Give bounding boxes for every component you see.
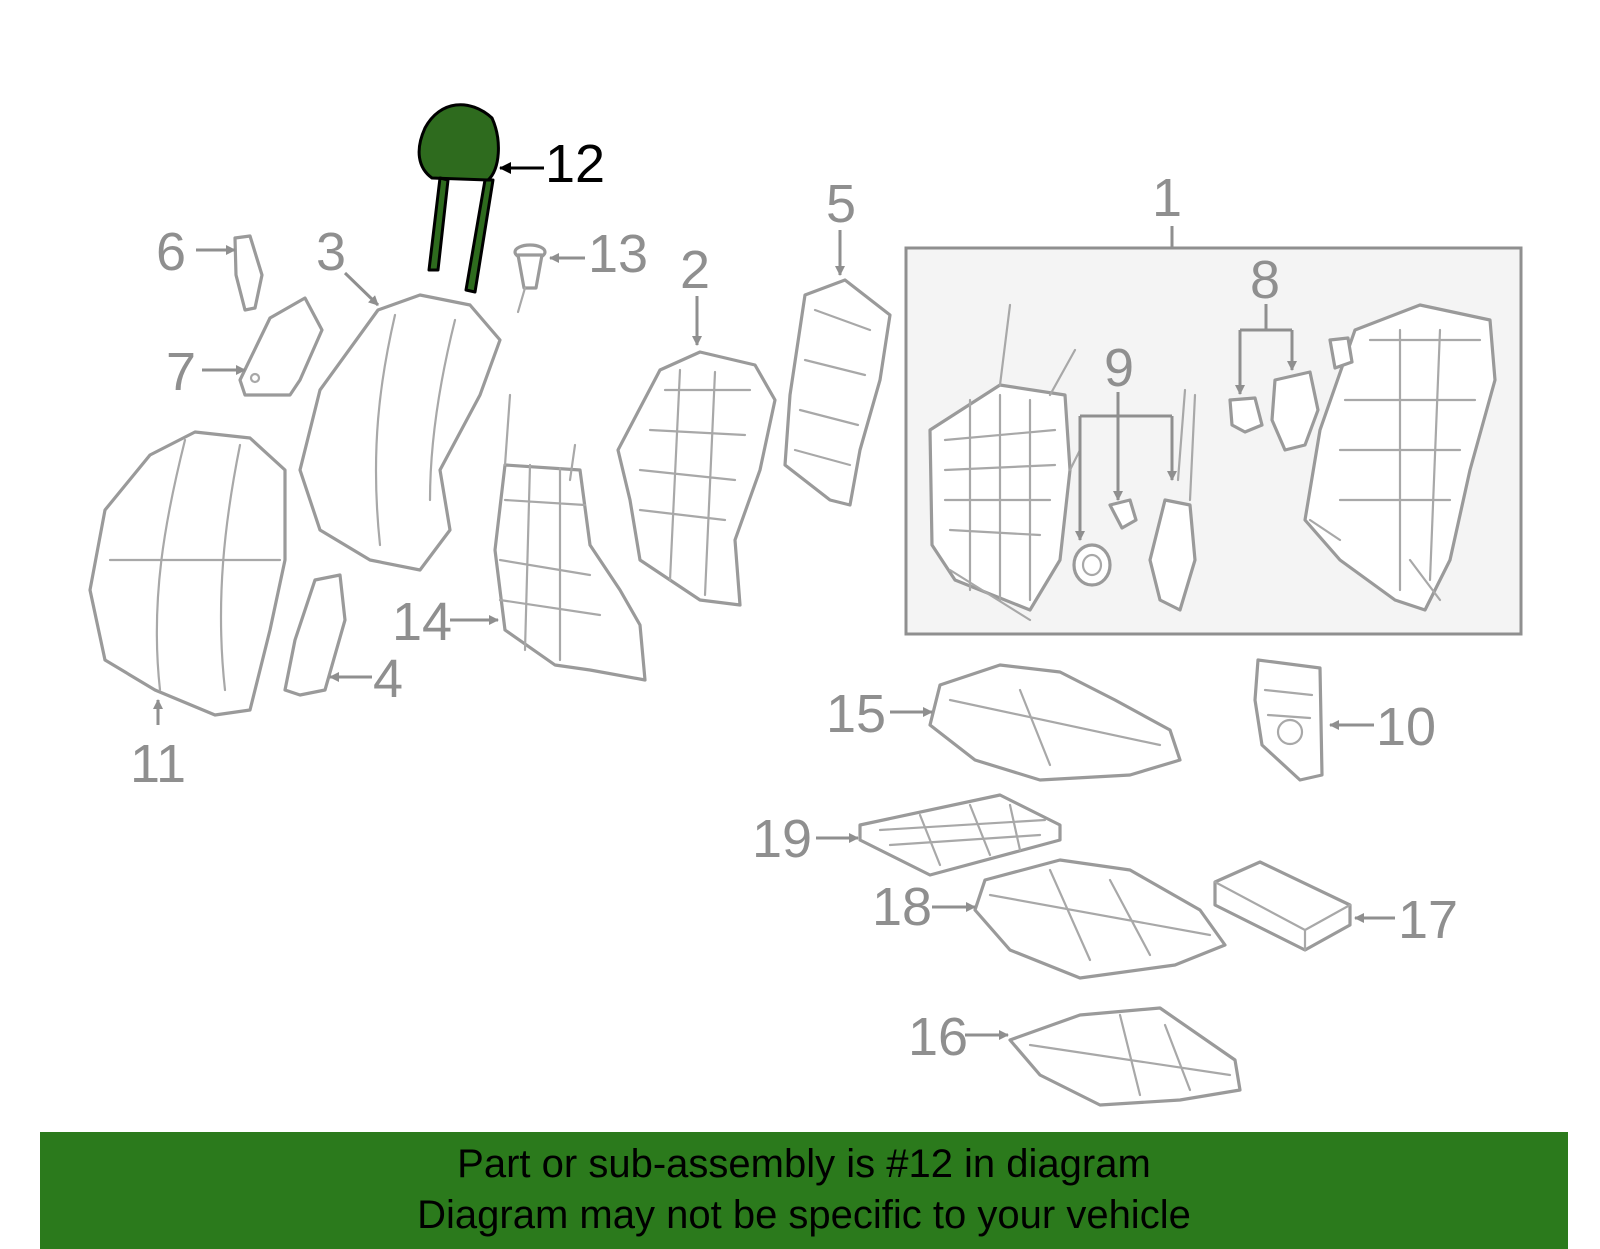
callout-7: 7 (166, 342, 196, 402)
callout-13: 13 (588, 224, 648, 284)
callout-5: 5 (826, 174, 856, 234)
part-7-bracket-plate (202, 296, 324, 397)
callout-4: 4 (373, 649, 403, 709)
part-15-seat-cushion (890, 663, 1182, 782)
part-14-lumbar-support (450, 393, 647, 682)
callout-2: 2 (680, 240, 710, 300)
callout-14: 14 (392, 592, 452, 652)
part-17-pad-block (1213, 860, 1395, 952)
part-6-bracket (196, 234, 264, 312)
part-19-seat-mat (816, 793, 1062, 877)
part-5-back-panel (783, 230, 892, 507)
callout-8: 8 (1250, 250, 1280, 310)
part-1-frame-assembly (904, 226, 1523, 636)
part-16-seat-pan (965, 1006, 1242, 1107)
callout-16: 16 (908, 1007, 968, 1067)
part-8-recliner (1228, 304, 1354, 452)
part-9-fasteners (1072, 388, 1197, 612)
part-13-headrest-guide (513, 243, 585, 314)
callout-6: 6 (156, 222, 186, 282)
part-12-headrest-highlighted[interactable] (417, 103, 544, 294)
callout-17: 17 (1398, 890, 1458, 950)
part-18-seat-frame (932, 858, 1227, 980)
part-4-trim-panel (283, 573, 372, 697)
part-10-side-panel (1253, 658, 1374, 782)
callout-1: 1 (1152, 168, 1182, 228)
callout-12: 12 (545, 134, 605, 194)
part-3-backrest-cover (298, 271, 502, 572)
callout-3: 3 (316, 222, 346, 282)
callout-10: 10 (1376, 697, 1436, 757)
part-11-seat-back-cover (88, 430, 287, 725)
part-2-backrest-frame (616, 296, 777, 607)
callout-9: 9 (1104, 338, 1134, 398)
banner-line-1: Part or sub-assembly is #12 in diagram (457, 1142, 1151, 1186)
banner-line-2: Diagram may not be specific to your vehi… (417, 1193, 1191, 1237)
callout-19: 19 (752, 809, 812, 869)
info-banner: Part or sub-assembly is #12 in diagram D… (40, 1132, 1568, 1249)
callout-11: 11 (130, 734, 186, 794)
callout-18: 18 (872, 877, 932, 937)
callout-15: 15 (826, 684, 886, 744)
callout-labels: 1 2 3 4 5 6 7 8 9 10 11 12 13 14 15 16 1… (130, 134, 1458, 1067)
